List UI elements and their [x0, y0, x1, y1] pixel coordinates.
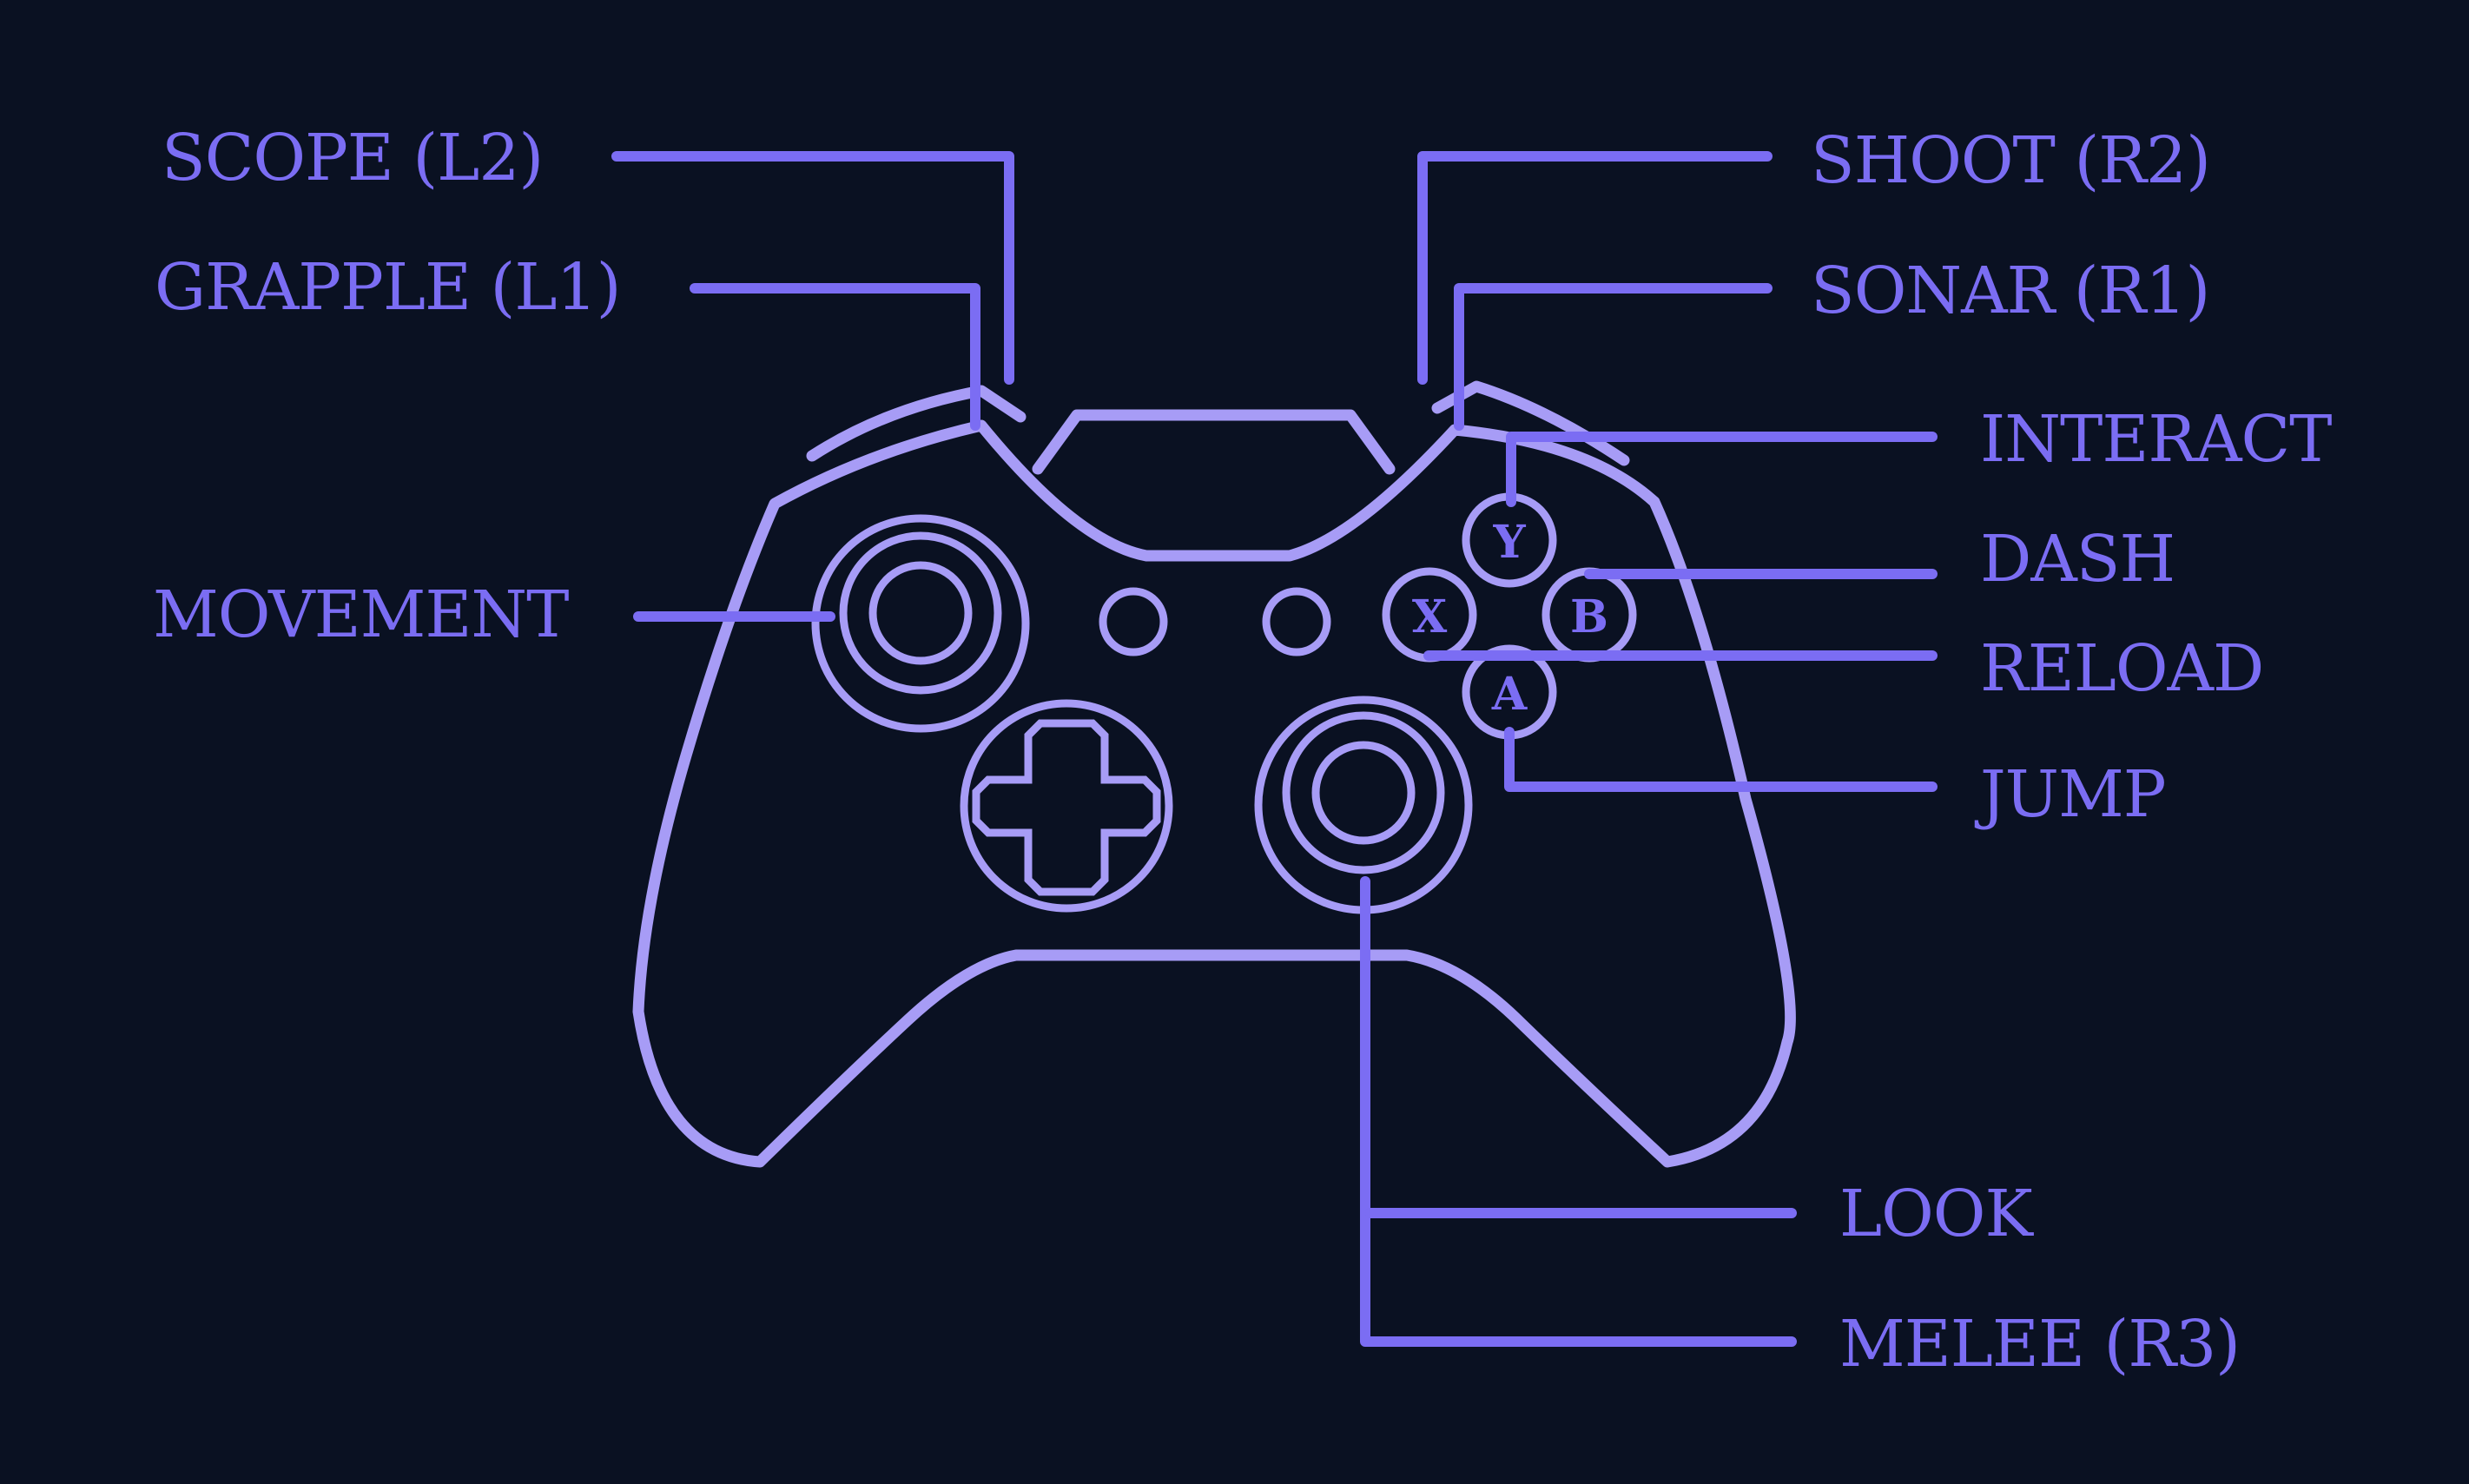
shoot-leader: [1417, 151, 1773, 385]
label-scope: SCOPE (L2): [162, 121, 543, 195]
dpad: [960, 699, 1173, 913]
left-bumper: [806, 385, 1027, 462]
leader-lines: [611, 151, 1938, 1347]
x-button-label: X: [1412, 590, 1448, 643]
label-melee: MELEE (R3): [1839, 1307, 2240, 1382]
dpad-cross-icon: [972, 719, 1161, 896]
label-interact: INTERACT: [1980, 402, 2332, 477]
b-button-label: B: [1570, 590, 1608, 643]
y-button-label: Y: [1492, 516, 1526, 569]
left-stick-center: [868, 561, 973, 665]
scope-leader: [611, 151, 1014, 385]
label-sonar: SONAR (R1): [1811, 254, 2209, 328]
right-thumbstick: [1254, 696, 1473, 914]
label-look: LOOK: [1839, 1177, 2034, 1251]
right-bumper: [1431, 380, 1630, 466]
view-button: [1099, 587, 1168, 656]
top-plate: [1032, 409, 1396, 475]
left-thumbstick: [811, 514, 1030, 733]
jump-leader: [1504, 727, 1938, 792]
label-dash: DASH: [1980, 522, 2175, 597]
label-shoot: SHOOT (R2): [1811, 123, 2210, 198]
label-grapple: GRAPPLE (L1): [155, 250, 621, 325]
interact-leader: [1506, 432, 1938, 507]
face-buttons: Y X B A: [1382, 492, 1637, 740]
label-jump: JUMP: [1974, 757, 2166, 832]
look-melee-leader: [1360, 876, 1797, 1347]
controller-body: [632, 419, 1797, 1168]
label-reload: RELOAD: [1980, 631, 2263, 706]
controller-outline: [632, 380, 1797, 1168]
right-stick-center: [1311, 741, 1416, 845]
grapple-leader: [690, 283, 980, 431]
sonar-leader: [1454, 283, 1773, 431]
menu-button: [1262, 587, 1331, 656]
label-movement: MOVEMENT: [153, 577, 569, 652]
control-labels: SCOPE (L2) GRAPPLE (L1) MOVEMENT SHOOT (…: [153, 121, 2333, 1382]
a-button-label: A: [1491, 668, 1528, 721]
